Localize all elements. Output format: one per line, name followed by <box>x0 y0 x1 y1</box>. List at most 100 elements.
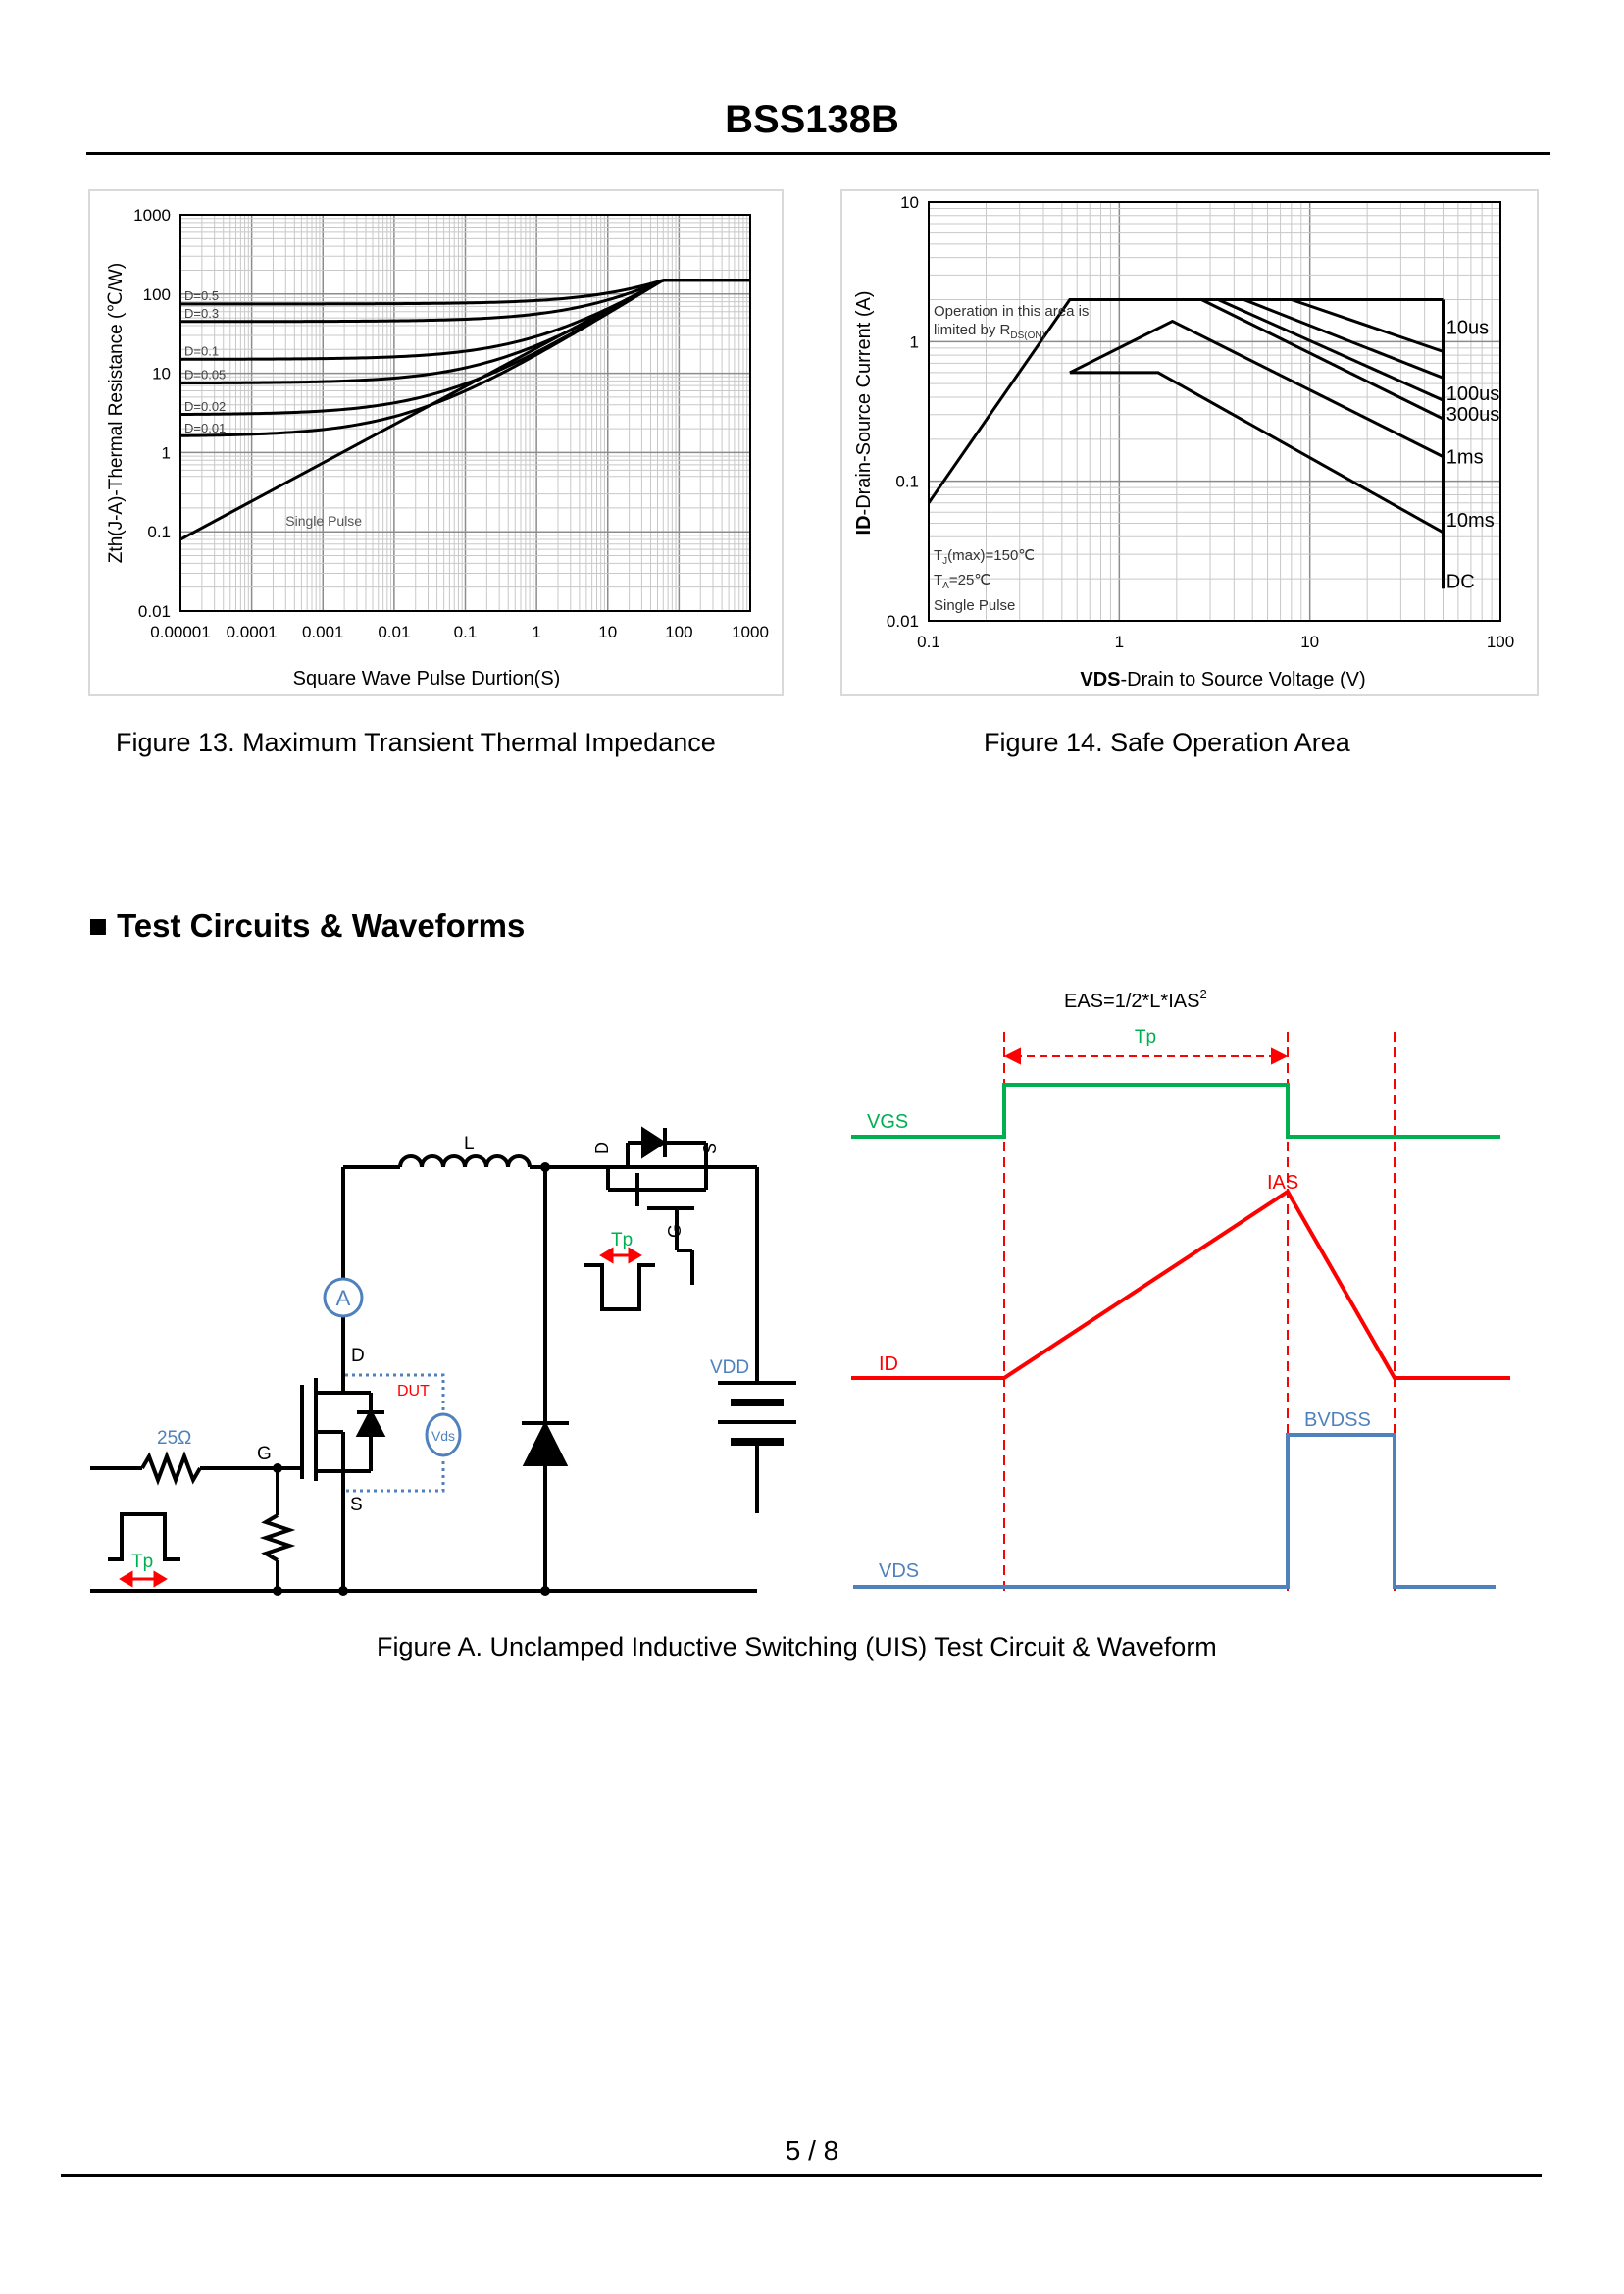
series-label: D=0.3 <box>184 306 219 321</box>
x-tick-label: 10 <box>1300 633 1319 651</box>
fig14-y-axis-label: ID-Drain-Source Current (A) <box>853 291 875 535</box>
soa-curve-label: 1ms <box>1446 446 1484 468</box>
figure-a-caption: Figure A. Unclamped Inductive Switching … <box>377 1632 1217 1661</box>
header-rule <box>86 152 1550 155</box>
tp-span-arrow <box>1003 1047 1289 1065</box>
inductor-symbol <box>398 1154 532 1168</box>
junction-dot <box>338 1586 348 1596</box>
fig14-single-pulse-annotation: Single Pulse <box>934 597 1015 614</box>
fig14-ta-annotation: TA=25℃ <box>934 572 990 591</box>
fig14-x-axis-label: VDS-Drain to Source Voltage (V) <box>1080 669 1365 690</box>
id-waveform <box>851 1189 1510 1380</box>
soa-curve-label: 100us <box>1446 383 1500 405</box>
soa-curve-segment <box>1291 298 1444 353</box>
series-label: D=0.01 <box>184 421 226 435</box>
y-tick-label: 1 <box>162 443 171 462</box>
y-tick-label: 1000 <box>133 206 171 225</box>
tp-span-label: Tp <box>1135 1027 1156 1047</box>
fig13-plot-area <box>179 214 751 612</box>
soa-curve <box>1069 371 1445 535</box>
footer-rule <box>61 2174 1542 2177</box>
vds-probe-top <box>345 1373 445 1442</box>
figure-a-diagram: A Vds L D S G Tp D DUT 25Ω G S Tp VDD <box>90 987 1510 1596</box>
x-tick-label: 100 <box>1487 633 1514 651</box>
fig14-tj-annotation: TJ(max)=150℃ <box>934 547 1035 567</box>
series-line <box>179 279 750 541</box>
vds-waveform <box>853 1433 1496 1589</box>
gate-pulse-top <box>584 1263 655 1311</box>
x-tick-label: 1 <box>532 623 540 641</box>
fig14-rds-annotation-line2: limited by RDS(ON) <box>934 322 1045 341</box>
soa-curve-label: DC <box>1446 571 1475 592</box>
junction-dot <box>540 1586 550 1596</box>
top-switch-drain-label: D <box>592 1142 612 1154</box>
id-label: ID <box>879 1353 898 1375</box>
x-tick-label: 1 <box>1115 633 1124 651</box>
fig13-y-axis-label: Zth(J-A)-Thermal Resistance (℃/W) <box>106 263 127 563</box>
vdd-label: VDD <box>710 1357 749 1378</box>
vds-label: VDS <box>879 1560 919 1582</box>
soa-curve-label: 300us <box>1446 404 1500 426</box>
series-label: D=0.05 <box>184 368 226 382</box>
tp-label-top: Tp <box>611 1230 633 1250</box>
tp-arrow-bottom <box>119 1570 168 1588</box>
x-tick-label: 0.1 <box>917 633 940 651</box>
junction-dot <box>273 1586 282 1596</box>
x-tick-label: 0.00001 <box>150 623 210 641</box>
junction-dot <box>540 1162 550 1172</box>
section-title: ■ Test Circuits & Waveforms <box>88 907 526 943</box>
y-tick-label: 0.1 <box>147 523 171 541</box>
soa-curve-label: 10ms <box>1446 510 1495 532</box>
figure-14-caption: Figure 14. Safe Operation Area <box>984 728 1350 757</box>
y-tick-label: 10 <box>900 193 919 212</box>
circuit-junctions <box>273 1162 550 1596</box>
bvdss-label: BVDSS <box>1304 1409 1371 1431</box>
dut-gate-label: G <box>257 1444 272 1464</box>
x-tick-label: 0.001 <box>302 623 344 641</box>
dut-drain-label: D <box>351 1346 365 1366</box>
eas-formula: EAS=1/2*L*IAS2 <box>1064 987 1207 1012</box>
inductor-label: L <box>464 1134 475 1154</box>
junction-dot <box>273 1463 282 1473</box>
top-switch-gate-label: G <box>665 1224 685 1238</box>
y-tick-label: 0.01 <box>138 602 171 621</box>
vds-meter-label: Vds <box>431 1428 455 1444</box>
soa-curve <box>1069 297 1445 402</box>
vds-probe-bottom <box>345 1461 445 1493</box>
series-label: D=0.02 <box>184 399 226 414</box>
y-tick-label: 100 <box>143 285 171 304</box>
dut-body-diode-symbol <box>355 1407 386 1437</box>
tp-arrow-top <box>599 1247 642 1264</box>
ias-label: IAS <box>1267 1172 1298 1194</box>
soa-curve <box>1069 319 1445 458</box>
figure-13-caption: Figure 13. Maximum Transient Thermal Imp… <box>116 728 716 757</box>
document-title: BSS138B <box>725 98 899 141</box>
x-tick-label: 0.0001 <box>227 623 278 641</box>
y-tick-label: 10 <box>152 365 171 383</box>
series-label: D=0.1 <box>184 343 219 358</box>
y-tick-label: 1 <box>910 332 919 351</box>
top-switch-source-label: S <box>700 1143 720 1154</box>
gate-pulse-bottom <box>108 1512 180 1561</box>
y-tick-label: 0.01 <box>887 612 919 631</box>
y-tick-label: 0.1 <box>895 473 919 491</box>
fig13-x-axis-label: Square Wave Pulse Durtion(S) <box>293 668 561 689</box>
tp-label-bottom: Tp <box>131 1552 153 1572</box>
gate-resistor-25ohm <box>140 1451 202 1486</box>
x-tick-label: 0.1 <box>454 623 478 641</box>
dut-label: DUT <box>397 1383 430 1400</box>
uis-waveforms <box>851 1032 1510 1594</box>
x-tick-label: 10 <box>598 623 617 641</box>
fig14-rds-annotation-line1: Operation in this area is <box>934 303 1089 320</box>
ammeter-symbol <box>323 1277 364 1318</box>
fig14-plot-area <box>928 201 1501 622</box>
gate-pulldown-resistor <box>259 1513 296 1562</box>
x-tick-label: 0.01 <box>378 623 410 641</box>
x-tick-label: 100 <box>665 623 692 641</box>
gate-resistor-label: 25Ω <box>157 1428 191 1449</box>
top-switch-diode-symbol <box>641 1126 667 1159</box>
dut-source-label: S <box>350 1495 363 1515</box>
uis-test-circuit <box>90 1126 796 1593</box>
soa-curve-label: 10us <box>1446 318 1489 339</box>
